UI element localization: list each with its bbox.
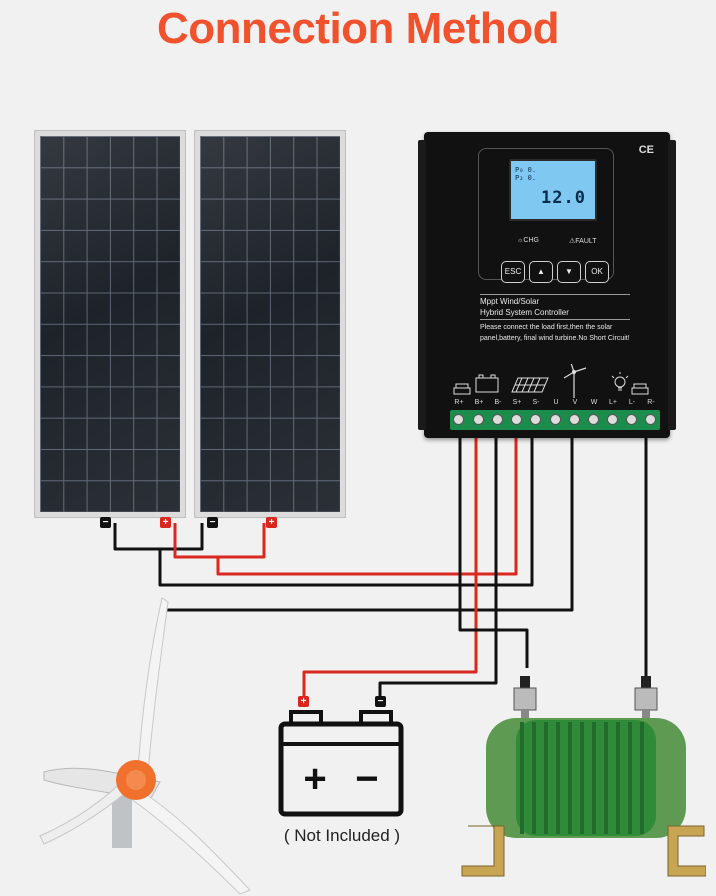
terminal-screw[interactable] bbox=[511, 414, 522, 425]
wire-turbine-u bbox=[162, 430, 574, 612]
wire-battery-negative bbox=[378, 430, 498, 707]
solar-panel-left bbox=[34, 130, 186, 518]
battery-icon bbox=[475, 374, 499, 393]
divider bbox=[480, 294, 630, 295]
wire-solar-positive bbox=[216, 430, 518, 576]
wire-battery-positive bbox=[302, 430, 478, 707]
panel1-positive-terminal: + bbox=[160, 517, 171, 528]
panel1-negative-terminal: − bbox=[100, 517, 111, 528]
solar-cells bbox=[40, 136, 180, 512]
terminal-screw[interactable] bbox=[645, 414, 656, 425]
chg-indicator: ☼CHG bbox=[517, 237, 539, 244]
terminal-label: L- bbox=[628, 399, 636, 406]
solar-panel-icon bbox=[511, 377, 549, 393]
battery-positive-terminal: + bbox=[298, 696, 309, 707]
dump-load-icon bbox=[453, 383, 471, 395]
terminal-screw[interactable] bbox=[492, 414, 503, 425]
model-name: Mppt Wind/Solar Hybrid System Controller bbox=[480, 297, 569, 317]
wire-panels-negative bbox=[113, 523, 204, 551]
terminal-label: R- bbox=[647, 399, 655, 406]
wire-dumpload-left bbox=[458, 430, 529, 668]
solar-panel-right bbox=[194, 130, 346, 518]
terminal-screw[interactable] bbox=[588, 414, 599, 425]
panel2-negative-terminal: − bbox=[207, 517, 218, 528]
terminal-icons bbox=[453, 364, 649, 398]
wind-turbine bbox=[39, 597, 251, 895]
terminal-block bbox=[450, 410, 660, 430]
dump-load-resistor bbox=[461, 676, 706, 877]
esc-button[interactable]: ESC bbox=[501, 261, 525, 283]
terminal-labels: R+ B+ B- S+ S- U V W L+ L- R- bbox=[450, 399, 660, 409]
battery-icon: + − bbox=[278, 710, 404, 817]
terminal-screw[interactable] bbox=[473, 414, 484, 425]
lcd-mini-readout: P₀ 0.P₂ 0. bbox=[515, 166, 537, 182]
wire-panels-positive bbox=[173, 523, 266, 559]
terminal-screw[interactable] bbox=[607, 414, 618, 425]
terminal-label: W bbox=[590, 399, 598, 406]
lamp-icon bbox=[611, 372, 629, 391]
hybrid-controller: CE P₀ 0.P₂ 0. 12.0 ☼CHG ⚠FAULT ESC ▲ ▼ O… bbox=[418, 132, 676, 438]
wind-turbine-icon bbox=[563, 364, 587, 398]
terminal-label: R+ bbox=[454, 399, 464, 406]
terminal-screw[interactable] bbox=[453, 414, 464, 425]
divider bbox=[480, 319, 630, 320]
terminal-label: B- bbox=[494, 399, 502, 406]
ce-mark: CE bbox=[638, 144, 654, 156]
resistor-terminal-left bbox=[513, 676, 537, 722]
fault-indicator: ⚠FAULT bbox=[569, 238, 597, 245]
resistor-terminal-right bbox=[634, 676, 658, 722]
terminal-label: U bbox=[553, 399, 559, 406]
terminal-label: B+ bbox=[474, 399, 484, 406]
dump-load-icon bbox=[631, 383, 649, 395]
wire-solar-negative bbox=[158, 430, 534, 587]
ok-button[interactable]: OK bbox=[585, 261, 609, 283]
terminal-label: L+ bbox=[609, 399, 617, 406]
lcd-display: P₀ 0.P₂ 0. 12.0 bbox=[509, 159, 597, 221]
terminal-label: S- bbox=[532, 399, 540, 406]
solar-cells bbox=[200, 136, 340, 512]
battery-minus-sign: − bbox=[355, 757, 378, 801]
terminal-screw[interactable] bbox=[626, 414, 637, 425]
terminal-screw[interactable] bbox=[569, 414, 580, 425]
terminal-label: V bbox=[572, 399, 578, 406]
terminal-label: S+ bbox=[512, 399, 522, 406]
down-button[interactable]: ▼ bbox=[557, 261, 581, 283]
terminal-screw[interactable] bbox=[550, 414, 561, 425]
terminal-screw[interactable] bbox=[530, 414, 541, 425]
up-button[interactable]: ▲ bbox=[529, 261, 553, 283]
safety-notice: Please connect the load first,then the s… bbox=[480, 324, 630, 342]
battery-negative-terminal: − bbox=[375, 696, 386, 707]
not-included-note: ( Not Included ) bbox=[283, 826, 401, 845]
lcd-voltage-reading: 12.0 bbox=[541, 188, 586, 208]
control-panel: P₀ 0.P₂ 0. 12.0 ☼CHG ⚠FAULT ESC ▲ ▼ OK bbox=[478, 148, 614, 283]
panel2-positive-terminal: + bbox=[266, 517, 277, 528]
page-title: Connection Method bbox=[156, 4, 560, 53]
battery-plus-sign: + bbox=[303, 757, 326, 801]
heatsink-fin bbox=[668, 140, 676, 430]
heatsink-fin bbox=[418, 140, 426, 430]
